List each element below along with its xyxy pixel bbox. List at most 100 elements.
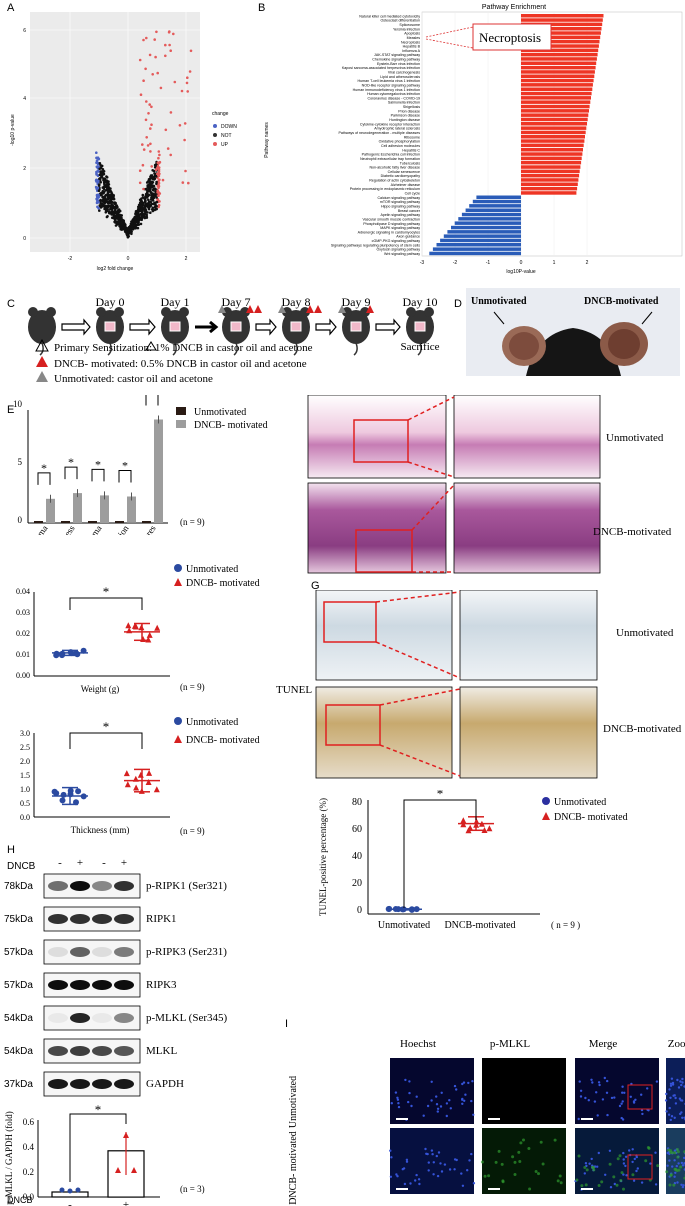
unmot-marker bbox=[278, 305, 286, 313]
volcano-xtick: 0 bbox=[127, 256, 130, 262]
pathway-bar-down bbox=[469, 204, 521, 208]
pathway-bar-up bbox=[521, 100, 591, 104]
blot-band bbox=[114, 980, 134, 990]
weight-xlabel: Weight (g) bbox=[81, 684, 120, 694]
legend-not: NOT bbox=[221, 133, 232, 139]
wb-sign: + bbox=[77, 857, 83, 869]
pathway-name: Calcium signaling pathway bbox=[377, 196, 420, 200]
thickness-xlabel: Thickness (mm) bbox=[71, 825, 130, 835]
if-row-unmot: Unmotivated bbox=[288, 1076, 299, 1128]
pathway-bar-up bbox=[521, 165, 581, 169]
tunel-images: TUNEL Unmotivated DNCB-motivated bbox=[276, 590, 682, 779]
volcano-point bbox=[117, 219, 121, 223]
blot-band bbox=[48, 1013, 68, 1023]
pathway-bar-up bbox=[521, 135, 585, 139]
he-label-unmot: Unmotivated bbox=[606, 432, 664, 444]
pathway-name: Salmonella infection bbox=[388, 101, 420, 105]
if-nucleus bbox=[674, 1096, 677, 1100]
thickness-ytick: 0.5 bbox=[20, 799, 30, 808]
wb-kda: 78kDa bbox=[4, 881, 33, 892]
if-nucleus bbox=[610, 1096, 614, 1100]
if-nucleus bbox=[678, 1097, 682, 1100]
if-nucleus bbox=[682, 1184, 685, 1187]
thickness-ytick: 2.5 bbox=[20, 743, 30, 752]
volcano-point bbox=[103, 182, 106, 186]
if-nucleus bbox=[654, 1151, 657, 1154]
group-point bbox=[153, 786, 160, 793]
skin-patch-icon bbox=[230, 321, 242, 332]
if-nucleus bbox=[584, 1162, 588, 1165]
skin-patch-icon bbox=[350, 321, 362, 332]
volcano-point bbox=[117, 208, 121, 211]
if-signal bbox=[513, 1173, 517, 1176]
if-nucleus bbox=[605, 1091, 609, 1094]
volcano-point bbox=[125, 230, 128, 234]
wb-point bbox=[131, 1167, 137, 1173]
if-nucleus bbox=[472, 1113, 475, 1116]
if-signal bbox=[501, 1179, 505, 1183]
wb-protein: RIPK3 bbox=[146, 979, 177, 991]
volcano-point bbox=[189, 49, 193, 53]
volcano-point bbox=[141, 193, 145, 197]
legend-down: DOWN bbox=[221, 124, 237, 130]
if-signal bbox=[577, 1154, 581, 1158]
if-nucleus bbox=[432, 1161, 435, 1164]
if-nucleus bbox=[667, 1113, 671, 1116]
volcano-point bbox=[97, 201, 100, 204]
if-nucleus bbox=[588, 1162, 591, 1165]
if-tile bbox=[575, 1058, 659, 1124]
volcano-point bbox=[108, 189, 112, 193]
volcano-xlabel: log2 fold change bbox=[97, 266, 134, 272]
arrow-icon bbox=[315, 318, 337, 336]
pathway-xtick: 0 bbox=[520, 260, 523, 266]
volcano-point bbox=[139, 204, 143, 208]
tunel-ylabel: TUNEL-positive percentage (%) bbox=[318, 798, 328, 916]
mouse-ear-icon bbox=[342, 307, 352, 317]
if-nucleus bbox=[390, 1156, 393, 1159]
score-category: Edema bbox=[81, 523, 104, 535]
if-nucleus bbox=[396, 1096, 399, 1099]
if-nucleus bbox=[680, 1111, 683, 1114]
if-nucleus bbox=[448, 1168, 452, 1171]
pathway-name: Amyotrophic lateral sclerosis bbox=[374, 127, 420, 131]
if-nucleus bbox=[668, 1159, 671, 1162]
if-nucleus bbox=[672, 1094, 675, 1097]
wb-xlabel: DNCB bbox=[7, 1195, 33, 1205]
if-signal bbox=[522, 1138, 525, 1142]
if-nucleus bbox=[453, 1084, 457, 1088]
pathway-name: Natural killer cell mediated cytotoxicit… bbox=[359, 14, 420, 18]
dncb-marker bbox=[306, 305, 314, 313]
volcano-point bbox=[141, 163, 145, 167]
wb-n: (n = 3) bbox=[180, 1184, 205, 1194]
pathway-bar-down bbox=[451, 225, 521, 230]
blot-band bbox=[92, 1013, 112, 1023]
pathway-bar-up bbox=[521, 35, 601, 40]
pathway-bar-up bbox=[521, 126, 587, 130]
if-nucleus bbox=[460, 1172, 463, 1175]
volcano-point bbox=[151, 209, 155, 213]
pathway-bar-up bbox=[521, 186, 578, 191]
if-nucleus bbox=[654, 1183, 658, 1186]
volcano-point bbox=[142, 38, 145, 42]
if-nucleus bbox=[590, 1157, 593, 1161]
if-nucleus bbox=[408, 1080, 411, 1083]
pathway-bar-up bbox=[521, 152, 583, 156]
wb-protein: RIPK1 bbox=[146, 913, 177, 925]
if-nucleus bbox=[631, 1160, 634, 1164]
if-nucleus bbox=[666, 1164, 669, 1167]
volcano-point bbox=[141, 143, 144, 146]
group-point bbox=[124, 781, 131, 788]
if-signal bbox=[494, 1160, 498, 1164]
pathway-name: JAK-STAT signaling pathway bbox=[374, 53, 420, 57]
arrow-icon bbox=[61, 318, 91, 336]
if-nucleus bbox=[641, 1112, 644, 1116]
mouse-photo: Unmotivated DNCB-motivated bbox=[466, 288, 680, 376]
if-nucleus bbox=[390, 1102, 393, 1105]
blot-band bbox=[70, 1079, 90, 1089]
wb-star: * bbox=[95, 1102, 102, 1117]
volcano-point bbox=[154, 164, 157, 168]
if-nucleus bbox=[622, 1158, 625, 1161]
if-nucleus bbox=[414, 1179, 417, 1182]
if-nucleus bbox=[636, 1167, 639, 1170]
tunel-label-dncb: DNCB-motivated bbox=[603, 723, 682, 735]
